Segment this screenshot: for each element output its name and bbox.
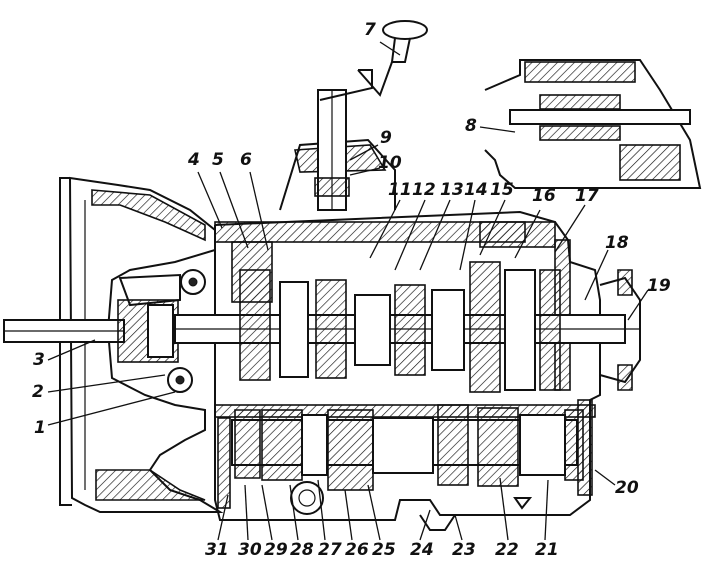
callout-21: 21 bbox=[535, 540, 559, 560]
callout-6: 6 bbox=[240, 150, 252, 170]
callout-2: 2 bbox=[32, 382, 44, 402]
inset-detail bbox=[484, 59, 702, 189]
callout-24: 24 bbox=[410, 540, 434, 560]
callout-19: 19 bbox=[647, 276, 671, 296]
callout-23: 23 bbox=[452, 540, 476, 560]
callout-17: 17 bbox=[575, 186, 599, 206]
callout-14: 14 bbox=[464, 180, 488, 200]
release-fork bbox=[118, 269, 206, 393]
input-shaft bbox=[3, 299, 179, 363]
callout-20: 20 bbox=[615, 478, 639, 498]
callout-31: 31 bbox=[205, 540, 229, 560]
callout-30: 30 bbox=[238, 540, 262, 560]
callout-12: 12 bbox=[412, 180, 436, 200]
callout-22: 22 bbox=[495, 540, 519, 560]
counter-shaft bbox=[231, 404, 584, 531]
callout-26: 26 bbox=[345, 540, 369, 560]
leader-lines bbox=[47, 41, 649, 541]
shift-tower bbox=[279, 20, 428, 211]
callout-27: 27 bbox=[318, 540, 342, 560]
callout-11: 11 bbox=[388, 180, 412, 200]
callout-13: 13 bbox=[440, 180, 464, 200]
callout-1: 1 bbox=[34, 418, 46, 438]
callout-4: 4 bbox=[188, 150, 200, 170]
callout-8: 8 bbox=[465, 116, 477, 136]
callout-16: 16 bbox=[532, 186, 556, 206]
callout-9: 9 bbox=[380, 128, 392, 148]
callout-10: 10 bbox=[378, 153, 402, 173]
callout-29: 29 bbox=[264, 540, 288, 560]
main-shaft bbox=[174, 261, 641, 393]
callout-15: 15 bbox=[490, 180, 514, 200]
callout-3: 3 bbox=[33, 350, 45, 370]
callout-5: 5 bbox=[212, 150, 224, 170]
callout-7: 7 bbox=[364, 20, 376, 40]
clutch-housing bbox=[59, 176, 224, 513]
callout-25: 25 bbox=[372, 540, 396, 560]
callout-18: 18 bbox=[605, 233, 629, 253]
callout-28: 28 bbox=[290, 540, 314, 560]
